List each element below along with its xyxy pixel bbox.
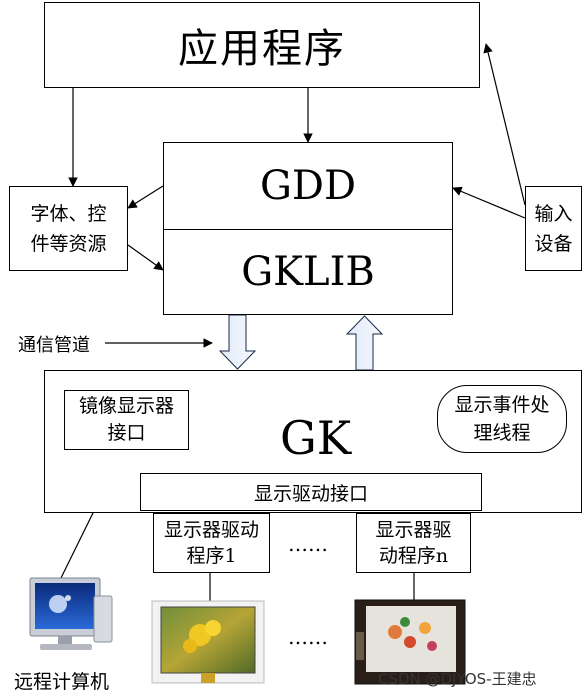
gklib-box: GKLIB xyxy=(163,229,453,315)
remote-computer-image xyxy=(29,577,113,650)
event-thread-label: 显示事件处理线程 xyxy=(454,394,550,444)
font-resources-label: 字体、控件等资源 xyxy=(30,202,107,255)
font-resources-box: 字体、控件等资源 xyxy=(9,186,128,271)
ellipsis-top: …… xyxy=(288,532,328,556)
arrow-gdd-to-resources xyxy=(127,185,164,209)
input-device-label: 输入设备 xyxy=(534,202,573,255)
up-block-arrow xyxy=(345,315,384,371)
app-box: 应用程序 xyxy=(44,2,480,88)
gklib-label: GKLIB xyxy=(241,249,375,295)
driver-1-label: 显示器驱动程序1 xyxy=(164,519,260,567)
arrow-input-to-app xyxy=(483,43,526,206)
remote-computer-label: 远程计算机 xyxy=(14,671,110,693)
app-label: 应用程序 xyxy=(178,26,346,72)
down-block-arrow xyxy=(218,314,257,370)
mirror-interface-label: 镜像显示器接口 xyxy=(78,395,174,444)
mirror-interface-box: 镜像显示器接口 xyxy=(64,390,189,450)
driver-1-box: 显示器驱动程序1 xyxy=(153,513,270,573)
gk-label: GK xyxy=(280,411,352,465)
ellipsis-bottom: …… xyxy=(288,625,328,649)
input-device-box: 输入设备 xyxy=(525,186,582,271)
driver-n-box: 显示器驱动程序n xyxy=(356,513,471,573)
pipe-label: 通信管道 xyxy=(18,335,90,356)
lcd-panel-n-image xyxy=(354,599,466,685)
arrow-resources-to-gklib xyxy=(127,244,164,271)
driver-interface-label: 显示驱动接口 xyxy=(253,482,368,505)
driver-interface-box: 显示驱动接口 xyxy=(140,473,482,511)
arrow-input-to-gdd xyxy=(452,186,526,219)
event-thread-box: 显示事件处理线程 xyxy=(437,385,567,453)
gdd-box: GDD xyxy=(163,142,453,230)
connector-lines xyxy=(59,43,526,607)
gdd-label: GDD xyxy=(259,163,357,209)
lcd-panel-1-image xyxy=(151,600,265,684)
driver-n-label: 显示器驱动程序n xyxy=(375,519,452,567)
watermark: CSDN @DJYOS-王建忠 xyxy=(378,670,537,688)
